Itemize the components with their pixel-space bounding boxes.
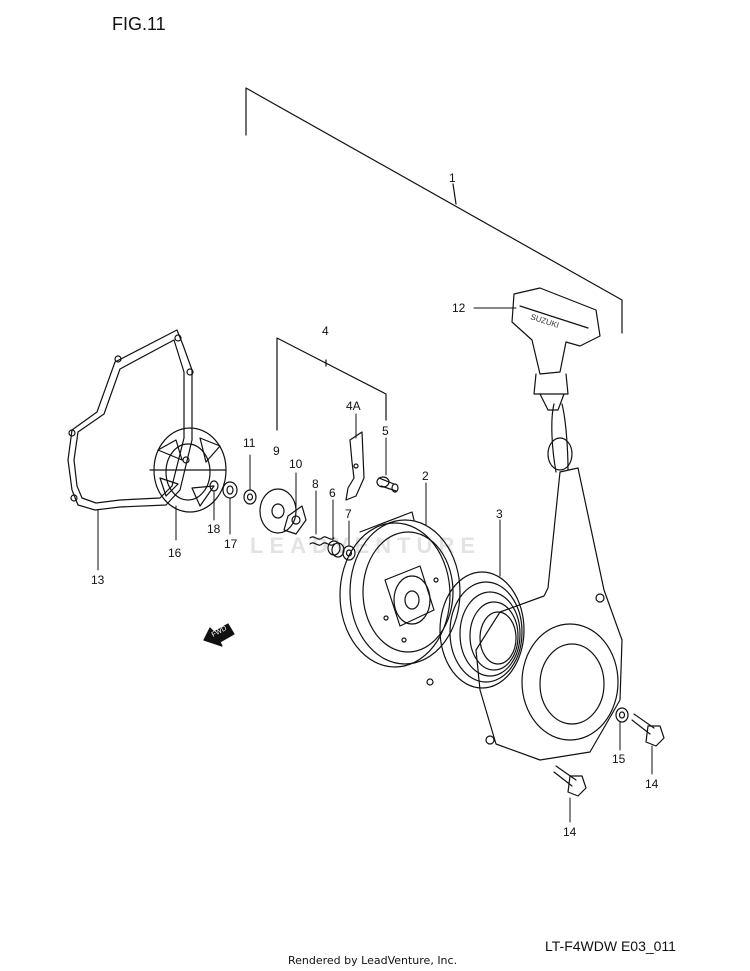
washer-15	[615, 707, 629, 723]
nut	[222, 481, 238, 499]
callout-15: 15	[612, 752, 626, 766]
callout-5: 5	[382, 424, 389, 438]
callout-4a: 4A	[346, 399, 361, 413]
callout-4: 4	[322, 324, 329, 338]
callout-14-right: 14	[645, 777, 659, 791]
callout-6: 6	[329, 486, 336, 500]
figure-title: FIG.11	[112, 14, 166, 34]
bolt-14-bottom	[553, 765, 587, 797]
callout-11: 11	[243, 436, 256, 450]
figure-code: LT-F4WDW E03_011	[545, 938, 676, 954]
ratchet	[283, 505, 307, 535]
friction-plate	[259, 488, 297, 534]
starter-rope	[547, 403, 573, 473]
bolt-14-right	[631, 713, 665, 747]
callout-13: 13	[91, 573, 105, 587]
callout-12: 12	[452, 301, 466, 315]
leader-lines	[97, 307, 653, 823]
leader-4a-group	[359, 511, 415, 533]
reel-pulley	[339, 519, 461, 668]
pawl	[345, 431, 365, 501]
callout-14-bottom: 14	[563, 825, 577, 839]
drive-plate	[149, 427, 227, 513]
pin	[376, 476, 399, 493]
callout-16: 16	[168, 546, 182, 560]
gasket	[67, 329, 194, 511]
spring	[309, 536, 335, 546]
callout-labels: 1 2 3 4 4A 5 6 7 8 9 10 11 12 13 14 14 1…	[91, 171, 659, 839]
callout-2: 2	[422, 469, 429, 483]
callout-1: 1	[449, 171, 456, 185]
callout-10: 10	[289, 457, 303, 471]
recoil-spring	[439, 571, 525, 689]
callout-7: 7	[345, 507, 352, 521]
return-spring	[327, 540, 345, 558]
render-credit: Rendered by LeadVenture, Inc.	[288, 954, 458, 967]
callout-18: 18	[207, 522, 221, 536]
callout-3: 3	[496, 507, 503, 521]
bracket-assembly-4	[276, 337, 387, 431]
callout-9: 9	[273, 444, 280, 458]
handle-brand-text: SUZUKI	[529, 312, 560, 330]
bracket-assembly-1	[245, 87, 623, 334]
callout-8: 8	[312, 477, 319, 491]
callout-17: 17	[224, 537, 238, 551]
washer-18	[209, 480, 219, 492]
forward-arrow-icon	[203, 623, 235, 647]
starter-handle	[511, 287, 601, 411]
washer-11	[243, 489, 257, 505]
starter-case	[426, 467, 623, 761]
